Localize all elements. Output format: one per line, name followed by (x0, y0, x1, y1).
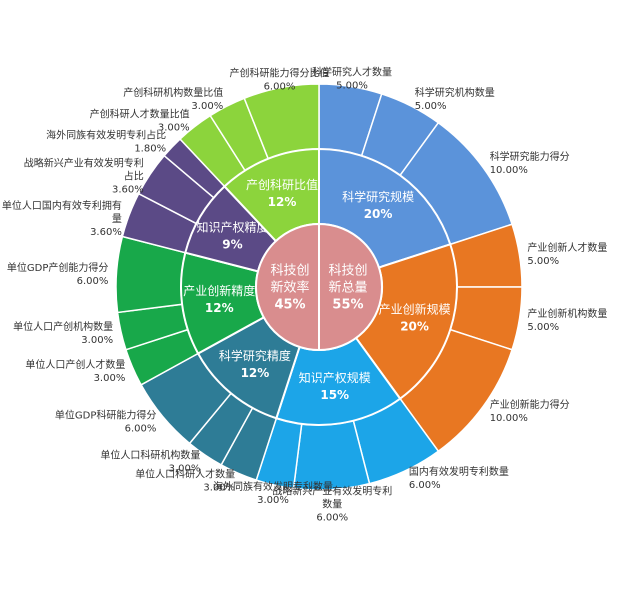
outer-label-name: 单位GDP科研能力得分 (55, 408, 156, 421)
outer-label-name: 单位人口国内有效专利拥有 (2, 199, 122, 212)
outer-label-value: 3.00% (169, 464, 201, 475)
middle-slice-value: 12% (268, 195, 297, 209)
middle-slice-name: 科学研究精度 (219, 348, 291, 363)
outer-label-name: 单位人口产创机构数量 (13, 320, 113, 333)
outer-label-value: 6.00% (409, 480, 441, 491)
outer-label-value: 3.60% (90, 227, 122, 238)
outer-label-name: 海外同族有效发明专利占比 (46, 129, 166, 142)
middle-slice-value: 12% (241, 366, 270, 380)
outer-label-name: 单位人口科研机构数量 (100, 449, 200, 462)
outer-label-value: 5.00% (527, 322, 559, 333)
outer-label-value: 1.80% (134, 144, 166, 155)
outer-label-name: 产创科研能力得分比值 (229, 67, 329, 80)
outer-label-value: 5.00% (527, 256, 559, 267)
middle-slice-value: 20% (364, 207, 393, 221)
middle-slice-name: 知识产权精度 (196, 219, 268, 234)
middle-slice-value: 20% (400, 320, 429, 334)
outer-label-value: 3.00% (81, 335, 113, 346)
outer-label-value: 3.00% (203, 483, 235, 494)
outer-label-name: 科学研究能力得分 (490, 150, 570, 163)
outer-label-name: 战略新兴产业有效发明专利 (24, 156, 144, 169)
outer-label-name: 国内有效发明专利数量 (409, 465, 509, 478)
outer-label-name: 单位GDP产创能力得分 (7, 261, 108, 274)
outer-label-name: 产业创新人才数量 (527, 241, 607, 254)
outer-label-name: 科学研究人才数量 (312, 66, 392, 79)
outer-ring (115, 83, 523, 491)
inner-slice-value: 55% (332, 298, 363, 313)
outer-label-value: 5.00% (415, 101, 447, 112)
outer-label-name: 产业创新机构数量 (527, 307, 607, 320)
outer-label-name: 产业创新能力得分 (490, 398, 570, 411)
inner-slice (255, 222, 320, 352)
outer-label-name: 占比 (124, 169, 144, 182)
outer-label-value: 10.00% (490, 165, 528, 176)
outer-label-value: 3.00% (158, 122, 190, 133)
outer-label-name: 单位人口产创人才数量 (25, 358, 125, 371)
outer-label-value: 3.00% (94, 373, 126, 384)
outer-label-name: 产创科研机构数量比值 (123, 86, 223, 99)
middle-slice-name: 科学研究规模 (342, 189, 414, 204)
outer-labels: 科学研究人才数量 5.00% 科学研究机构数量 5.00% 科学研究能力得分 10.00%… (2, 66, 608, 524)
inner-slice-name: 科技创 (328, 264, 367, 279)
inner-slice (318, 222, 383, 352)
outer-label-value: 3.00% (257, 495, 289, 506)
middle-slice-value: 15% (320, 388, 349, 402)
outer-label-value: 6.00% (264, 82, 296, 93)
middle-slice-value: 12% (205, 301, 234, 315)
inner-slice-name: 新总量 (328, 280, 367, 296)
middle-slice-name: 产业创新规模 (379, 302, 451, 317)
outer-label-name: 单位人口科研人才数量 (135, 468, 235, 481)
outer-label-name: 产创科研人才数量比值 (90, 107, 190, 120)
middle-slice-value: 9% (222, 237, 242, 251)
outer-label-value: 6.00% (77, 276, 109, 287)
outer-label-value: 3.00% (191, 101, 223, 112)
outer-label-value: 10.00% (490, 413, 528, 424)
middle-ring: 科学研究规模 20% 产业创新规模 20% 知识产权规模 15% 科学研究精度 12% 产业创新… (180, 147, 458, 426)
inner-slice-value: 45% (274, 298, 305, 313)
outer-label-value: 5.00% (336, 81, 368, 92)
outer-label-name: 科学研究机构数量 (415, 86, 495, 99)
outer-label-value: 6.00% (125, 423, 157, 434)
inner-slice-name: 新效率 (271, 280, 310, 296)
outer-label-value: 3.60% (112, 184, 144, 195)
middle-slice-name: 知识产权规模 (299, 370, 371, 385)
inner-slice-name: 科技创 (271, 264, 310, 279)
outer-label-name: 海外同族有效发明专利数量 (213, 480, 333, 493)
outer-label-name: 量 (112, 213, 122, 225)
outer-label-name: 战略新兴产业有效发明专利 (272, 485, 392, 498)
outer-label-name: 数量 (322, 498, 342, 511)
outer-label-value: 6.00% (316, 513, 348, 524)
middle-slice-name: 产业创新精度 (183, 283, 255, 298)
middle-slice-name: 产创科研比值 (246, 177, 318, 192)
